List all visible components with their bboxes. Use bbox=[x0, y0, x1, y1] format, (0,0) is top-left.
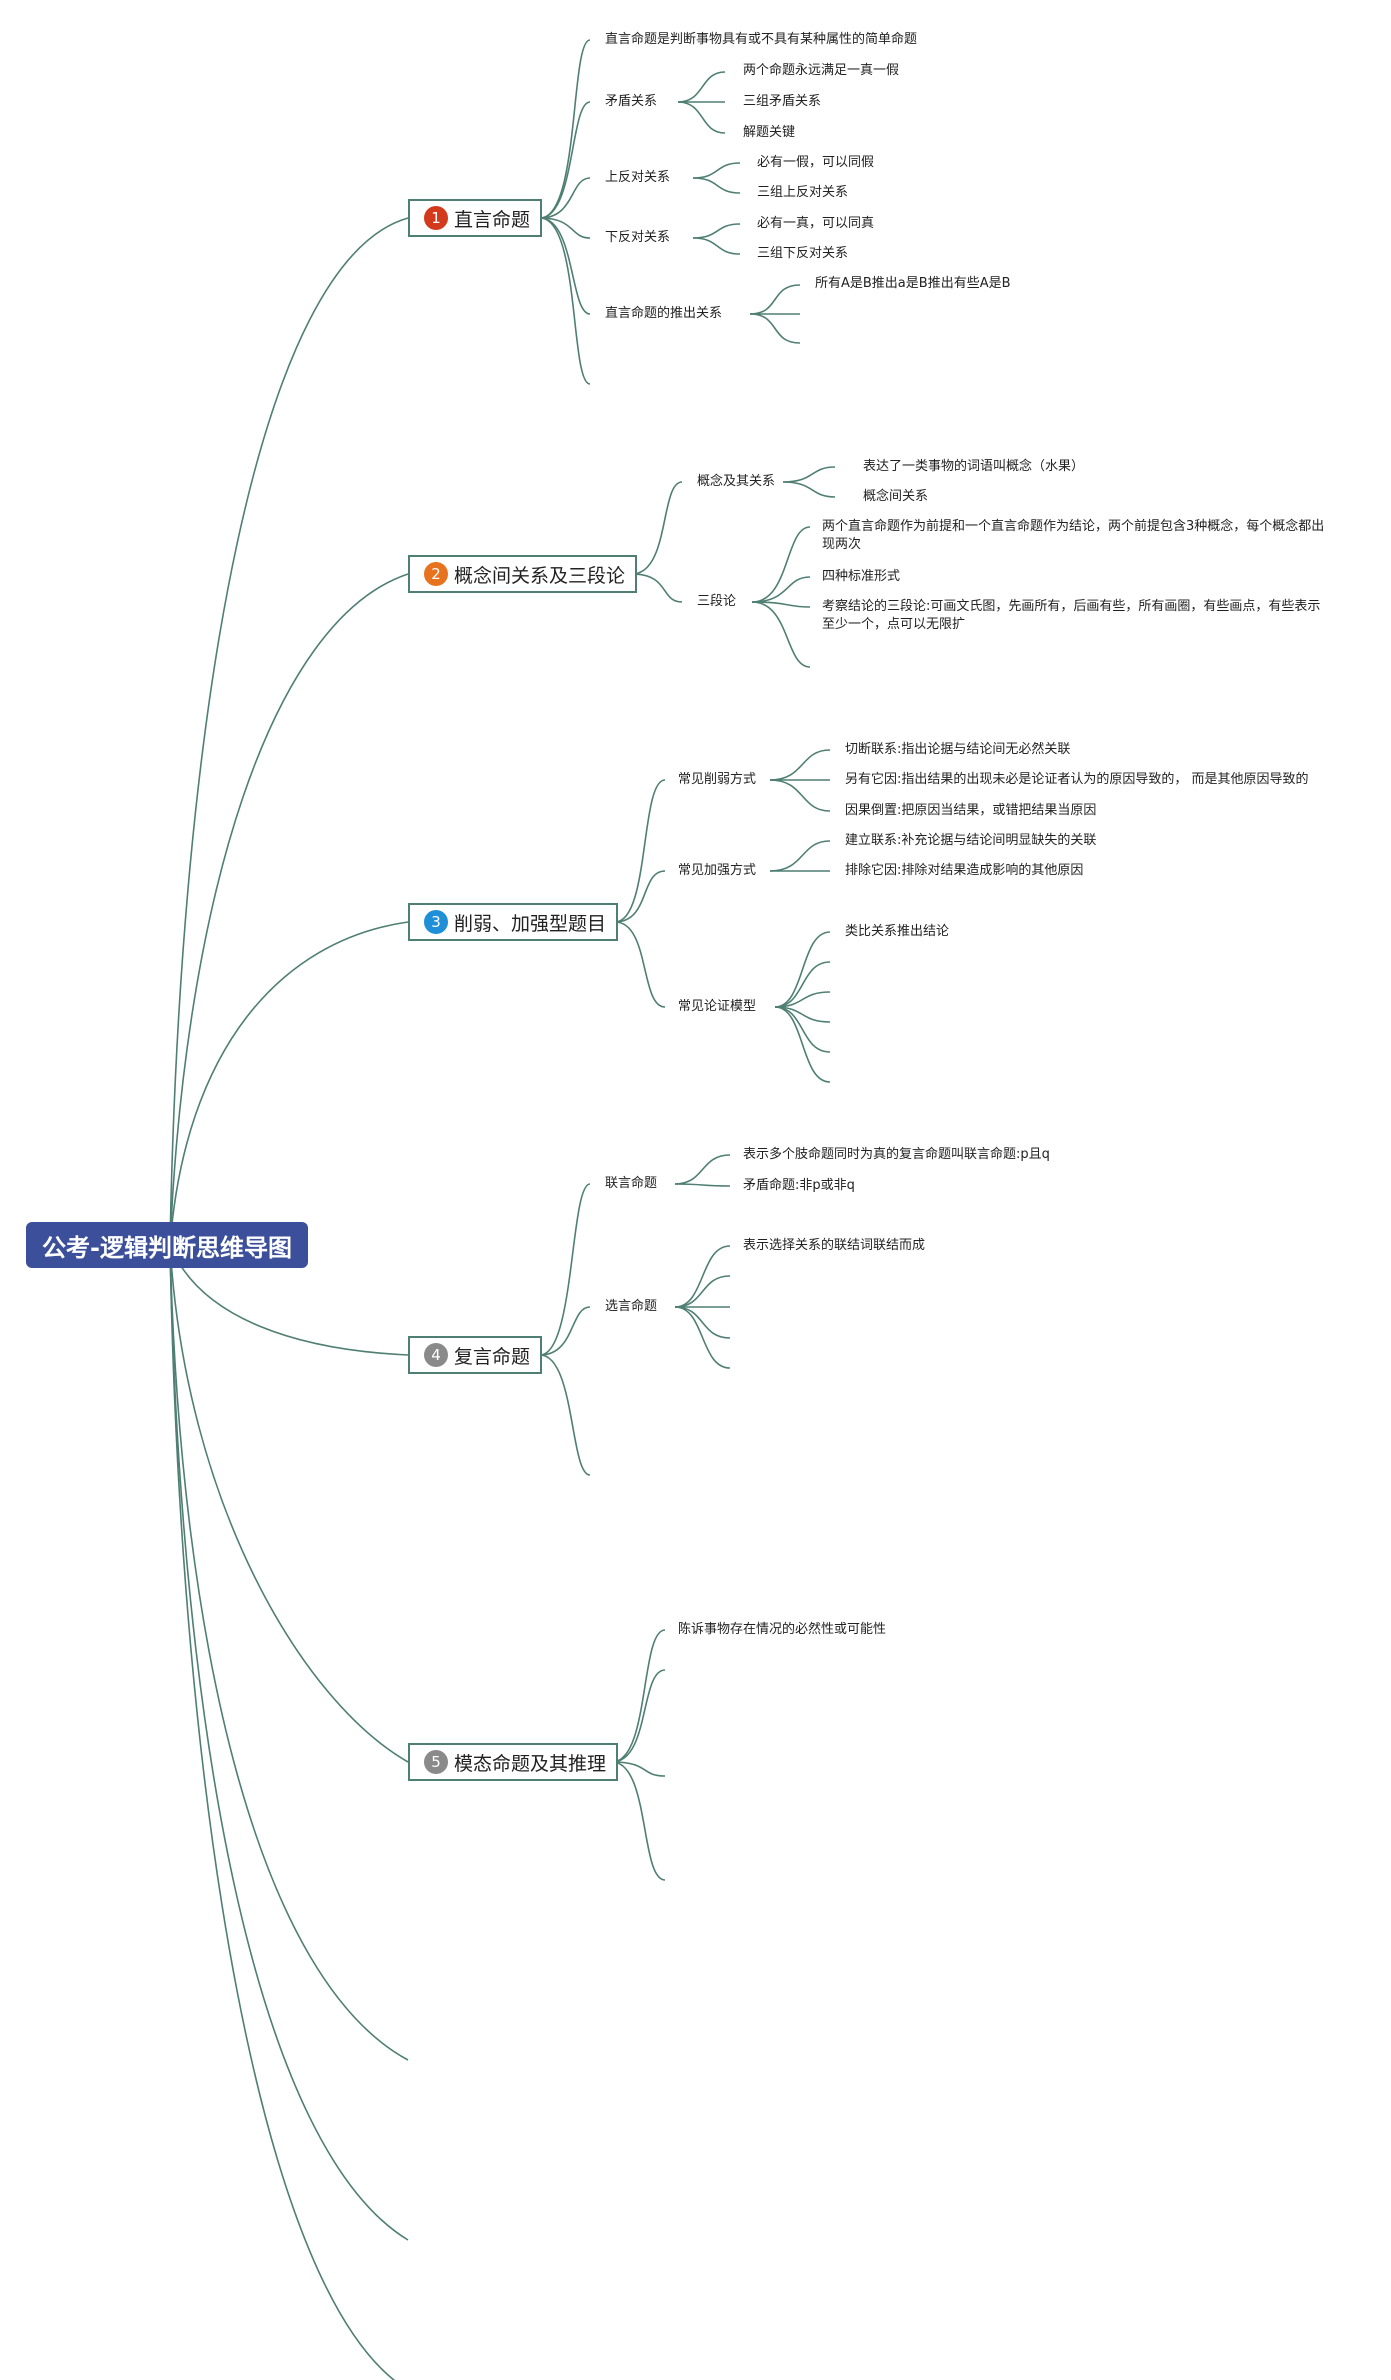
node-label[interactable]: 两个直言命题作为前提和一个直言命题作为结论，两个前提包含3种概念，每个概念都出现… bbox=[822, 519, 1325, 552]
topic-label: 直言命题 bbox=[454, 208, 531, 231]
node-label[interactable]: 所有A是B推出a是B推出有些A是B bbox=[815, 276, 1011, 291]
node-label[interactable]: 三组矛盾关系 bbox=[743, 94, 822, 109]
node-label[interactable]: 因果倒置:把原因当结果，或错把结果当原因 bbox=[845, 803, 1097, 818]
number-badge-icon: 4 bbox=[424, 1343, 448, 1367]
node-label[interactable]: 切断联系:指出论据与结论间无必然关联 bbox=[845, 742, 1071, 757]
node-label[interactable]: 常见论证模型 bbox=[678, 999, 757, 1014]
node-label[interactable]: 选言命题 bbox=[605, 1299, 658, 1314]
node-label[interactable]: 必有一真，可以同真 bbox=[757, 216, 875, 231]
node-label[interactable]: 两个命题永远满足一真一假 bbox=[743, 63, 900, 78]
root-topic[interactable]: 公考-逻辑判断思维导图 bbox=[26, 1222, 308, 1268]
number-badge-icon: 1 bbox=[424, 206, 448, 230]
node-label[interactable]: 下反对关系 bbox=[605, 230, 671, 245]
node-label[interactable]: 四种标准形式 bbox=[822, 569, 901, 584]
node-label[interactable]: 建立联系:补充论据与结论间明显缺失的关联 bbox=[845, 833, 1097, 848]
number-badge-icon: 3 bbox=[424, 910, 448, 934]
topic-2[interactable]: 2 概念间关系及三段论 bbox=[408, 555, 638, 593]
node-label[interactable]: 三段论 bbox=[697, 594, 737, 609]
topic-3[interactable]: 3 削弱、加强型题目 bbox=[408, 903, 619, 941]
number-badge-icon: 2 bbox=[424, 562, 448, 586]
node-label[interactable]: 解题关键 bbox=[743, 125, 796, 140]
node-label[interactable]: 三组下反对关系 bbox=[757, 246, 849, 261]
node-label[interactable]: 三组上反对关系 bbox=[757, 185, 849, 200]
number-badge-icon: 5 bbox=[424, 1750, 448, 1774]
node-label[interactable]: 陈诉事物存在情况的必然性或可能性 bbox=[678, 1622, 887, 1637]
node-label[interactable]: 表示多个肢命题同时为真的复言命题叫联言命题:p且q bbox=[743, 1147, 1050, 1162]
topic-5[interactable]: 5 模态命题及其推理 bbox=[408, 1743, 619, 1781]
node-label[interactable]: 必有一假，可以同假 bbox=[757, 155, 875, 170]
node-label[interactable]: 表达了一类事物的词语叫概念（水果） bbox=[863, 459, 1085, 474]
node-label[interactable]: 表示选择关系的联结词联结而成 bbox=[743, 1238, 926, 1253]
root-title: 公考-逻辑判断思维导图 bbox=[42, 1233, 292, 1262]
topic-label: 复言命题 bbox=[454, 1345, 531, 1368]
node-label[interactable]: 上反对关系 bbox=[605, 170, 671, 185]
node-label[interactable]: 联言命题 bbox=[605, 1176, 658, 1191]
node-label[interactable]: 概念间关系 bbox=[863, 489, 929, 504]
topic-label: 模态命题及其推理 bbox=[454, 1752, 607, 1775]
node-label[interactable]: 概念及其关系 bbox=[697, 474, 776, 489]
topic-4[interactable]: 4 复言命题 bbox=[408, 1336, 543, 1374]
node-label[interactable]: 常见削弱方式 bbox=[678, 772, 757, 787]
node-label[interactable]: 排除它因:排除对结果造成影响的其他原因 bbox=[845, 863, 1084, 878]
node-label[interactable]: 考察结论的三段论:可画文氏图，先画所有，后画有些，所有画圈，有些画点，有些表示至… bbox=[822, 599, 1321, 632]
node-label[interactable]: 类比关系推出结论 bbox=[845, 924, 950, 939]
topic-label: 削弱、加强型题目 bbox=[454, 912, 607, 935]
node-label[interactable]: 常见加强方式 bbox=[678, 863, 757, 878]
node-label[interactable]: 矛盾关系 bbox=[605, 94, 658, 109]
node-label[interactable]: 直言命题是判断事物具有或不具有某种属性的简单命题 bbox=[605, 32, 918, 47]
topic-1[interactable]: 1 直言命题 bbox=[408, 199, 543, 237]
node-label[interactable]: 另有它因:指出结果的出现未必是论证者认为的原因导致的， 而是其他原因导致的 bbox=[845, 772, 1309, 787]
node-label[interactable]: 矛盾命题:非p或非q bbox=[743, 1178, 855, 1193]
topic-label: 概念间关系及三段论 bbox=[454, 564, 626, 587]
node-label[interactable]: 直言命题的推出关系 bbox=[605, 306, 723, 321]
